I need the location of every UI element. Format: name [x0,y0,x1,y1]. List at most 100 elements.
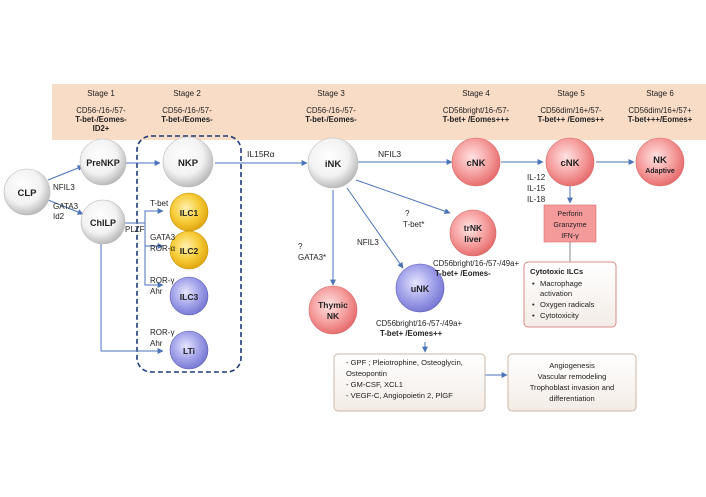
factor-item-2: - GM-CSF, XCL1 [346,380,403,389]
label-q-gata3: ? [298,242,303,251]
cell-nk-adaptive: NK Adaptive [635,137,685,187]
label-ror-gamma-lti: ROR-γ [150,328,174,337]
stage-band [52,84,706,140]
outcome-item-2: Vascular remodeling [537,372,607,381]
label-il15ra: IL15Rα [247,149,275,159]
cell-chilp: ChILP [80,199,126,245]
cell-ink-label: iNK [325,159,342,170]
label-tbet-star: T-bet* [403,220,424,229]
stage-6-markers: CD56dim/16+/57+ [628,106,692,115]
stage-3-header: Stage 3 CD56-/16-/57- T-bet-/Eomes- [305,89,357,124]
label-ror-gamma-ilc3: ROR-γ [150,276,174,285]
label-unk-tfs: T-bet+ /Eomes++ [380,329,443,338]
label-trnk-tfs: T-bet+ /Eomes- [435,269,491,278]
cell-ilc2-label: ILC2 [180,246,199,256]
stage-5-header: Stage 5 CD56dim/16+/57- T-bet++ /Eomes++ [538,89,605,124]
stage-2-title: Stage 2 [173,89,201,98]
cell-trnk-label-2: liver [464,234,482,244]
label-perforin: Perforin [557,209,582,218]
cell-thymic-nk: Thymic NK [308,285,358,335]
factor-item-3: - VEGF-C, Angiopoietin 2, PlGF [346,391,453,400]
cell-lti: LTi [169,330,209,370]
cell-lti-label: LTi [183,346,195,356]
label-plzf: PLZF [125,225,145,234]
cytotoxic-item-cytotoxicity: Cytotoxicity [540,311,579,320]
factor-item-3-text: VEGF-C, Angiopoietin 2, PlGF [350,391,453,400]
factors-box [333,353,486,412]
stage-1-id2: ID2+ [93,124,110,133]
label-q-tbet: ? [405,209,410,218]
factor-item-1: - GPF ; Pleiotrophine, Osteoglycin, Oste… [346,358,463,378]
stage-1-title: Stage 1 [87,89,115,98]
label-unk-markers: CD56bright/16-/57-/49a+ [376,319,462,328]
label-il12: IL-12 [527,173,546,182]
cell-ilc3: ILC3 [169,276,209,316]
ilc-dashed-box [136,135,242,373]
stage-4-header: Stage 4 CD56bright/16-/57- T-bet+ /Eomes… [443,89,510,124]
label-id2-clp: Id2 [53,212,65,221]
stage-2-markers: CD56-/16-/57- [162,106,212,115]
cell-thymic-label-1: Thymic [318,300,348,310]
stage-5-tfs: T-bet++ /Eomes++ [538,115,605,124]
cell-nk-adaptive-label-1: NK [653,155,667,166]
stage-4-markers: CD56bright/16-/57- [443,106,510,115]
cell-ilc1: ILC1 [169,192,209,232]
cell-trnk-label-1: trNK [464,223,483,233]
label-ifng: IFN-γ [561,231,579,240]
perforin-box: Perforin Granzyme IFN-γ [543,204,597,243]
cell-trnk-liver: trNK liver [449,209,497,257]
cell-clp: CLP [3,168,51,216]
stage-1-tfs: T-bet-/Eomes- [75,115,127,124]
label-nfil3-clp: NFIL3 [53,183,75,192]
outcomes-box [507,353,637,412]
cell-ilc2: ILC2 [169,230,209,270]
cell-cnk-stage4-label: cNK [466,158,485,169]
label-il15: IL-15 [527,184,546,193]
cell-ilc1-label: ILC1 [180,208,199,218]
factors-list: - GPF ; Pleiotrophine, Osteoglycin, Oste… [340,357,482,401]
label-trnk-markers: CD56bright/16-/57-/49a+ [433,259,519,268]
cytotoxic-title: Cytotoxic ILCs [530,267,583,276]
label-gata3-star: GATA3* [298,253,326,262]
cell-unk-label: uNK [411,284,430,294]
label-ror-alpha: ROR-α [150,244,175,253]
stage-3-title: Stage 3 [317,89,345,98]
stage-5-title: Stage 5 [557,89,585,98]
cell-cnk-stage5: cNK [545,137,595,187]
outcomes-list: Angiogenesis Vascular remodeling Trophob… [510,360,634,404]
stage-2-tfs: T-bet-/Eomes- [161,115,213,124]
stage-6-title: Stage 6 [646,89,674,98]
cytotoxic-ilcs-box: Cytotoxic ILCs • Macrophage activation •… [523,261,617,328]
stage-3-tfs: T-bet-/Eomes- [305,115,357,124]
cytotoxic-item-macrophage-2: activation [540,289,572,298]
stage-1-markers: CD56-/16-/57- [76,106,126,115]
label-ahr-lti: Ahr [150,339,163,348]
label-gata3-ilc2: GATA3 [150,233,176,242]
cell-cnk-stage4: cNK [451,137,501,187]
cell-nk-adaptive-label-2: Adaptive [645,168,675,175]
outcome-item-1: Angiogenesis [549,361,595,370]
cell-cnk-stage5-label: cNK [560,158,579,169]
bullet: • [532,300,535,309]
cell-unk: uNK [395,263,445,313]
label-gata3-clp: GATA3 [53,202,79,211]
bullet: • [532,311,535,320]
stage-1-header: Stage 1 CD56-/16-/57- T-bet-/Eomes- ID2+ [75,89,127,133]
label-nfil3-unk: NFIL3 [357,238,379,247]
cytotoxic-item-oxygen: Oxygen radicals [540,300,595,309]
cell-nkp-label: NKP [178,158,199,169]
factor-item-1-text: GPF ; Pleiotrophine, Osteoglycin, Osteop… [346,358,463,378]
label-tbet-ilc1: T-bet [150,199,169,208]
cell-prenkp-label: PreNKP [86,158,120,168]
factor-item-2-text: GM-CSF, XCL1 [350,380,403,389]
cell-ilc3-label: ILC3 [180,292,199,302]
cell-clp-label: CLP [18,188,38,199]
cell-thymic-label-2: NK [327,311,340,321]
connectors [47,159,635,378]
stage-2-header: Stage 2 CD56-/16-/57- T-bet-/Eomes- [161,89,213,124]
stage-4-title: Stage 4 [462,89,490,98]
cytotoxic-item-macrophage-1: Macrophage [540,279,582,288]
stage-5-markers: CD56dim/16+/57- [540,106,602,115]
outcome-item-3: Trophoblast invasion and differentiation [529,383,615,403]
